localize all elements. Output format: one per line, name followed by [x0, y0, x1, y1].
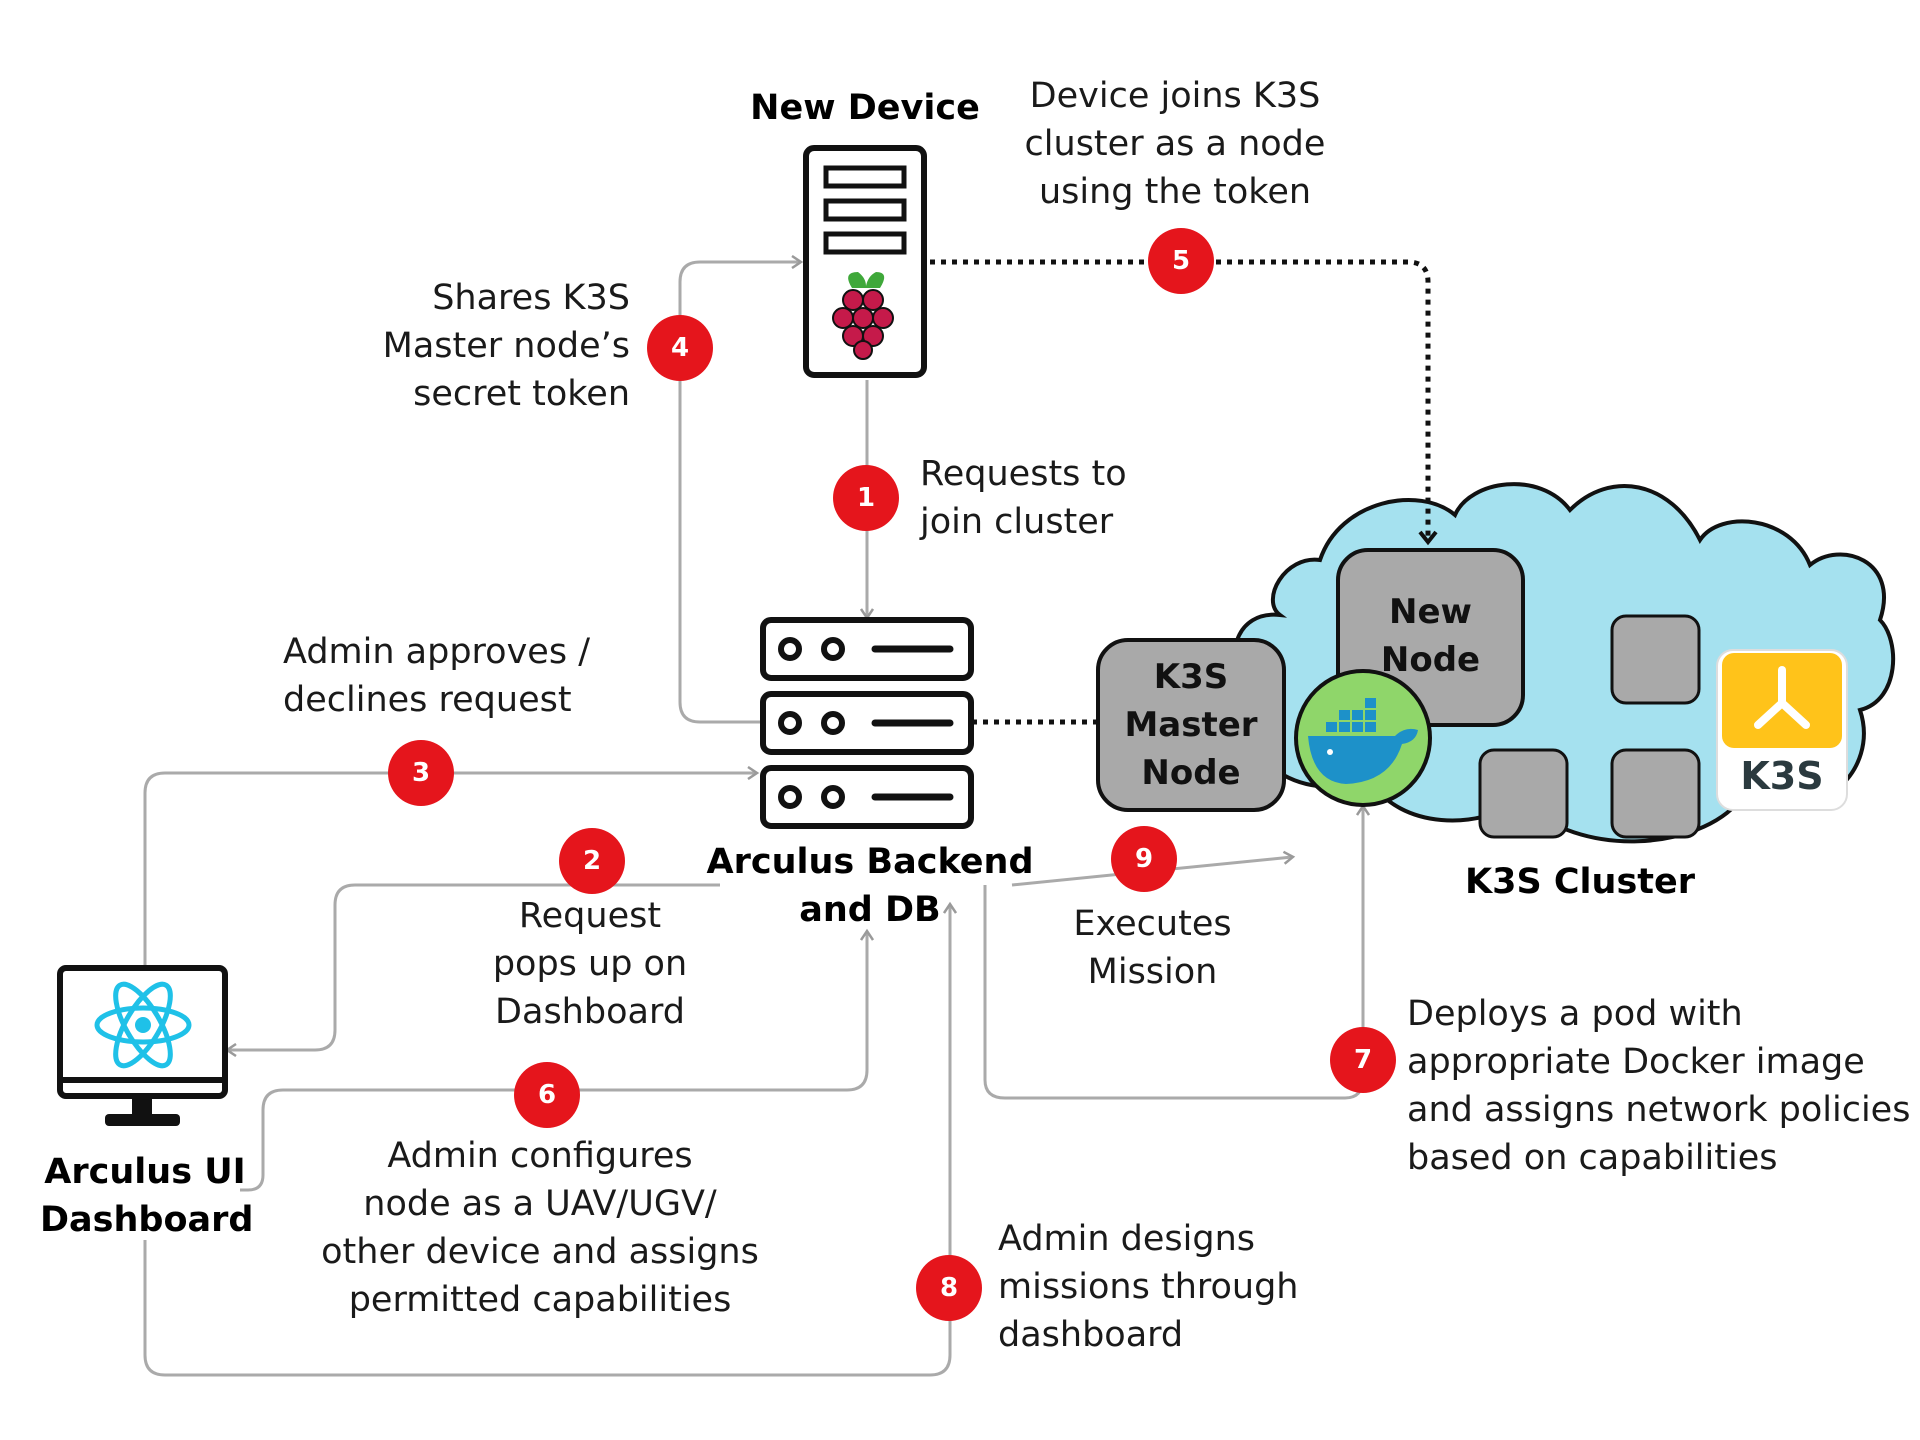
dashboard-title: Arculus UI Dashboard: [40, 1152, 254, 1240]
step-9-badge: 9: [1111, 826, 1177, 892]
step-9-label: Executes Mission: [1073, 904, 1232, 992]
connector-step-2: [228, 883, 720, 1050]
step-5-badge: 5: [1148, 228, 1214, 294]
step-5-label: Device joins K3S cluster as a node using…: [1024, 76, 1326, 212]
dotted-join-connector: [930, 259, 1438, 546]
step-7-badge: 7: [1330, 1027, 1396, 1093]
new-node-label: New Node: [1380, 592, 1481, 680]
step-1-label: Requests to join cluster: [920, 454, 1127, 542]
step-3-badge: 3: [388, 740, 454, 806]
step-6-badge: 6: [514, 1062, 580, 1128]
connector-step-3: [143, 773, 756, 965]
cluster-node-small: [1478, 748, 1569, 839]
master-node-box: [1096, 638, 1286, 812]
database-server-icon: [760, 617, 974, 829]
connector-step-4: [678, 262, 800, 724]
step-2-badge: 2: [559, 828, 625, 894]
docker-icon: [1294, 669, 1432, 807]
step-8-label: Admin designs missions through dashboard: [998, 1219, 1299, 1355]
step-7-label: Deploys a pod with appropriate Docker im…: [1407, 994, 1911, 1178]
new-device-title: New Device: [750, 88, 980, 128]
step-4-badge: 4: [647, 315, 713, 381]
monitor-icon: [57, 965, 228, 1126]
k3s-logo-text: K3S: [1740, 754, 1824, 798]
cluster-node-small: [1610, 748, 1701, 839]
raspberry-pi-icon: [832, 272, 894, 360]
k3s-logo-icon: [1716, 649, 1848, 811]
step-3-label: Admin approves / declines request: [283, 632, 590, 720]
connector-step-6: [240, 932, 867, 1192]
step-4-label: Shares K3S Master node’s secret token: [382, 278, 630, 414]
connector-step-8: [143, 905, 950, 1377]
master-node-label: K3S Master Node: [1124, 657, 1258, 793]
react-icon: [94, 981, 192, 1069]
connectors: [143, 262, 1363, 1377]
cluster-title: K3S Cluster: [1464, 862, 1696, 902]
backend-title: Arculus Backend and DB: [706, 842, 1034, 930]
step-6-label: Admin configures node as a UAV/UGV/ othe…: [321, 1136, 759, 1320]
step-8-badge: 8: [916, 1255, 982, 1321]
step-1-badge: 1: [833, 465, 899, 531]
cluster-node-small: [1610, 614, 1701, 705]
step-2-label: Request pops up on Dashboard: [492, 896, 688, 1032]
